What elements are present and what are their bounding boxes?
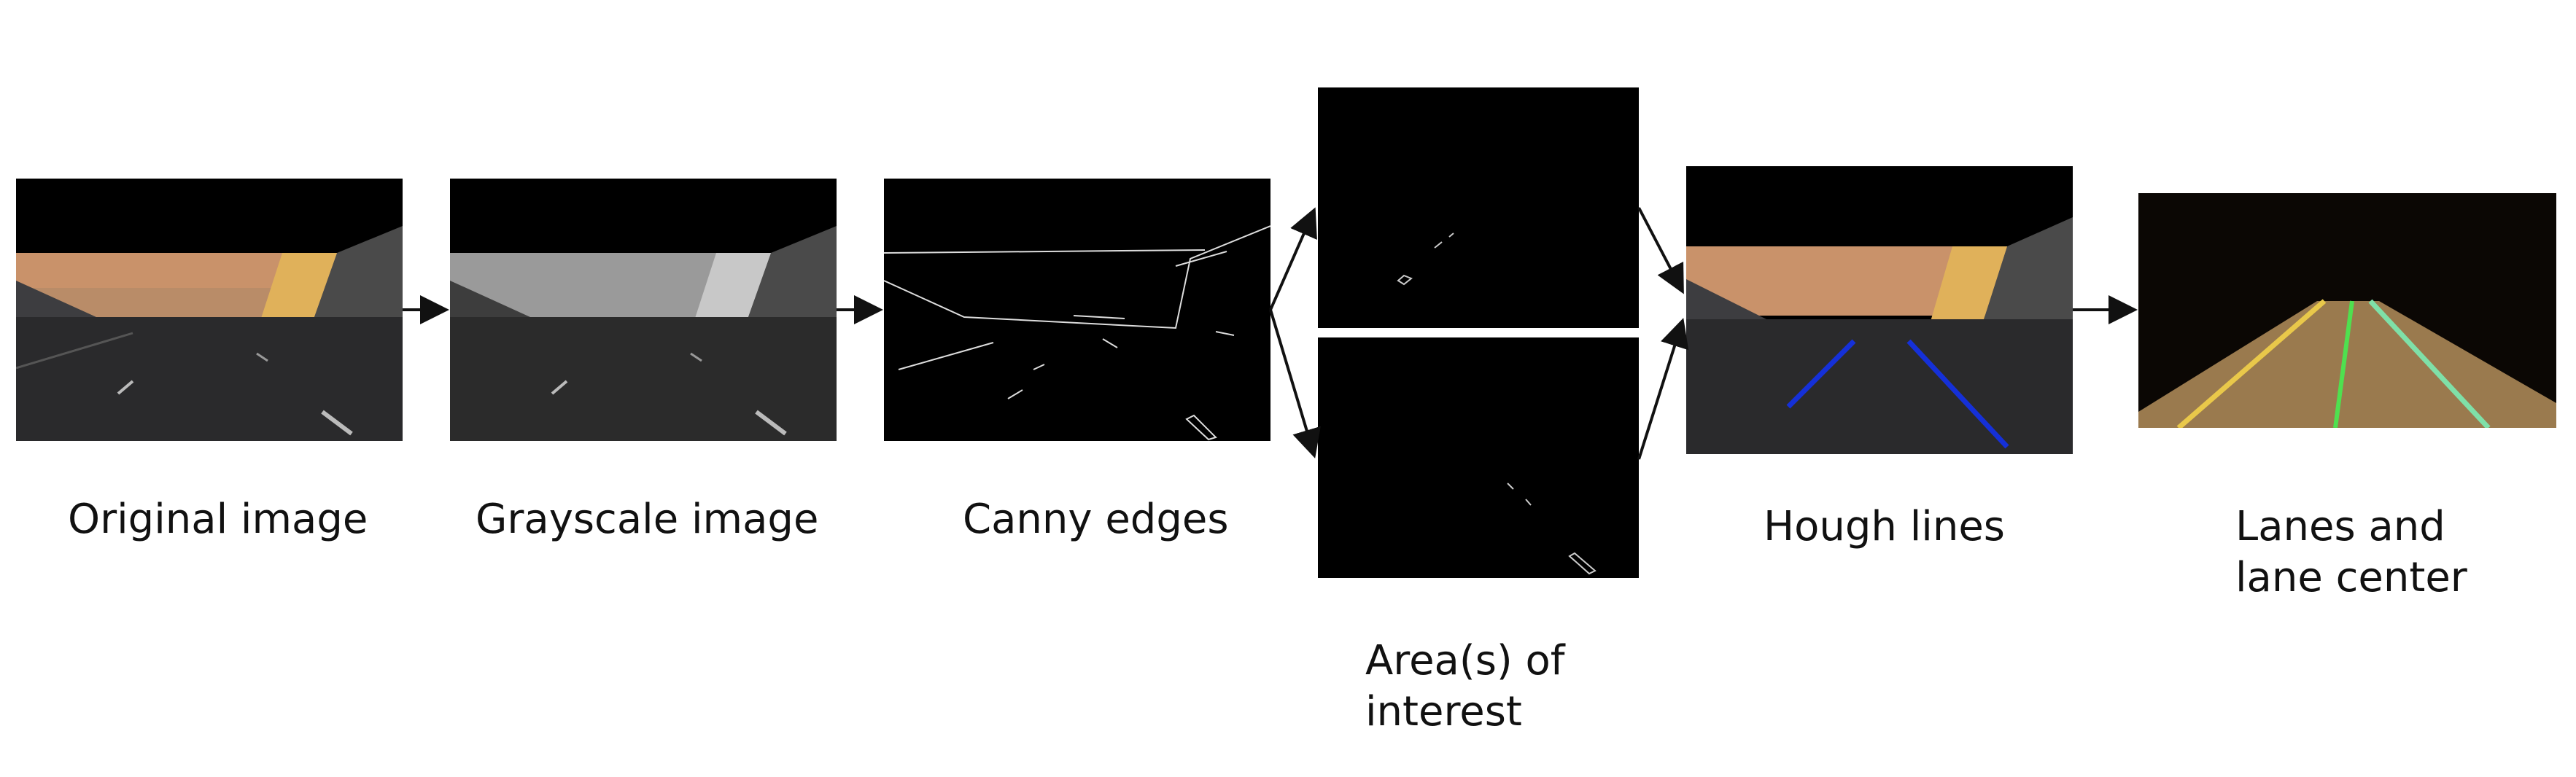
canny-edges-thumbnail bbox=[884, 179, 1270, 441]
area-of-interest-top-thumbnail bbox=[1318, 87, 1639, 328]
label-original-image: Original image bbox=[68, 496, 368, 543]
grayscale-image-thumbnail bbox=[450, 179, 837, 441]
original-image-thumbnail bbox=[16, 179, 403, 441]
hough-lines-thumbnail bbox=[1686, 166, 2073, 454]
area-of-interest-bottom-thumbnail bbox=[1318, 337, 1639, 578]
label-lanes-line-2: lane center bbox=[2235, 554, 2467, 601]
arrow-roi-bottom-to-hough bbox=[1637, 318, 1689, 460]
arrow-roi-top-to-hough bbox=[1637, 207, 1684, 294]
lanes-and-lane-center-thumbnail bbox=[2138, 193, 2556, 428]
label-areas-of-interest: Area(s) of interest bbox=[1365, 636, 1565, 738]
label-areas-of-interest-line-2: interest bbox=[1365, 688, 1522, 735]
label-grayscale-image: Grayscale image bbox=[476, 496, 819, 543]
arrow-canny-to-roi-bottom bbox=[1269, 309, 1321, 458]
label-hough-lines: Hough lines bbox=[1764, 503, 2005, 550]
label-canny-edges: Canny edges bbox=[963, 496, 1229, 543]
arrow-canny-to-roi-top bbox=[1269, 207, 1317, 311]
label-areas-of-interest-line-1: Area(s) of bbox=[1365, 637, 1565, 684]
label-lanes-and-lane-center: Lanes and lane center bbox=[2235, 501, 2467, 604]
label-lanes-line-1: Lanes and bbox=[2235, 503, 2445, 550]
